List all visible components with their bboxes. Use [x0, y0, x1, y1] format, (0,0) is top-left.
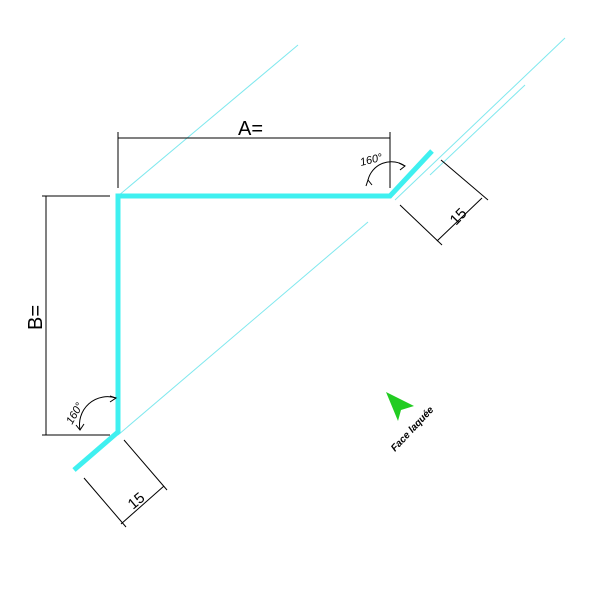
dimension-a [117, 132, 391, 188]
dim-flange-bottom-ext-2 [123, 439, 168, 491]
guide-lines [117, 37, 566, 436]
angle-arc-top [365, 161, 406, 187]
dim-flange-top-ext-1 [399, 204, 443, 246]
guide-line-top-left [117, 44, 299, 197]
dimension-flange-top [399, 159, 489, 246]
dim-flange-top-line [436, 197, 483, 242]
dim-flange-top-ext-2 [440, 159, 489, 201]
dimension-flange-bottom [83, 439, 168, 528]
profile-shape [72, 149, 434, 472]
dim-flange-bottom-ext-1 [83, 477, 127, 528]
dim-b-label: B= [25, 305, 47, 330]
dim-a-label: A= [238, 118, 263, 140]
dimension-b [42, 195, 110, 436]
face-arrow-icon [386, 392, 414, 421]
guide-line-right-outer [394, 37, 566, 201]
angle-arc-bottom [75, 395, 118, 431]
dim-flange-bottom-label: 15 [125, 489, 149, 513]
guide-line-right-inner [429, 84, 526, 176]
angle-bottom-label: 160° [64, 400, 86, 426]
angle-top-label: 160° [359, 152, 385, 169]
profile-main [72, 149, 434, 472]
dim-flange-bottom-line [120, 485, 165, 525]
dim-flange-top-label: 15 [447, 205, 471, 229]
guide-line-bottom [117, 221, 369, 436]
